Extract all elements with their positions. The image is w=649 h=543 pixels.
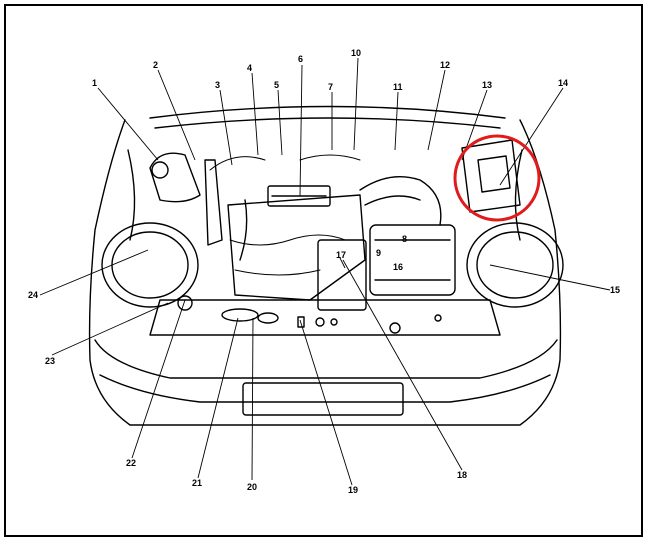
hood-inner bbox=[154, 117, 501, 129]
fuse-box bbox=[317, 239, 367, 311]
air-cleaner bbox=[369, 224, 456, 296]
headlight-right bbox=[466, 222, 564, 308]
callout-14: 14 bbox=[558, 78, 568, 88]
leader-lines bbox=[39, 57, 611, 486]
callout-22: 22 bbox=[126, 458, 136, 468]
callout-23: 23 bbox=[45, 356, 55, 366]
callout-5: 5 bbox=[274, 80, 279, 90]
callout-8: 8 bbox=[402, 234, 407, 244]
diagram-frame bbox=[4, 4, 643, 537]
callout-2: 2 bbox=[153, 60, 158, 70]
body-outline bbox=[88, 119, 562, 426]
callout-1: 1 bbox=[92, 78, 97, 88]
engine-block bbox=[227, 194, 366, 301]
callout-11: 11 bbox=[393, 82, 403, 92]
callout-6: 6 bbox=[298, 54, 303, 64]
hood-edge bbox=[149, 105, 506, 119]
callout-19: 19 bbox=[348, 485, 358, 495]
cooling-hose bbox=[239, 199, 248, 261]
callout-24: 24 bbox=[28, 290, 38, 300]
callout-13: 13 bbox=[482, 80, 492, 90]
callout-20: 20 bbox=[247, 482, 257, 492]
bumper-lower bbox=[99, 374, 551, 403]
ignition-coil bbox=[267, 185, 331, 207]
callout-4: 4 bbox=[247, 63, 252, 73]
license-plate-recess bbox=[242, 382, 404, 416]
highlight-circle bbox=[453, 134, 541, 222]
front-bumper bbox=[94, 339, 558, 379]
callout-15: 15 bbox=[610, 285, 620, 295]
callout-16: 16 bbox=[393, 262, 403, 272]
callout-18: 18 bbox=[457, 470, 467, 480]
radiator-support bbox=[149, 299, 501, 336]
callout-7: 7 bbox=[328, 82, 333, 92]
callout-10: 10 bbox=[351, 48, 361, 58]
ecm-module bbox=[461, 139, 521, 213]
coolant-reservoir bbox=[149, 152, 201, 203]
callout-17: 17 bbox=[336, 250, 346, 260]
headlight-left bbox=[101, 222, 199, 308]
callout-9: 9 bbox=[376, 248, 381, 258]
callout-3: 3 bbox=[215, 80, 220, 90]
callout-21: 21 bbox=[192, 478, 202, 488]
intake-hose bbox=[359, 175, 442, 226]
callout-labels: 1 2 3 4 5 6 7 8 9 10 11 12 13 14 15 16 1… bbox=[28, 48, 620, 495]
callout-12: 12 bbox=[440, 60, 450, 70]
